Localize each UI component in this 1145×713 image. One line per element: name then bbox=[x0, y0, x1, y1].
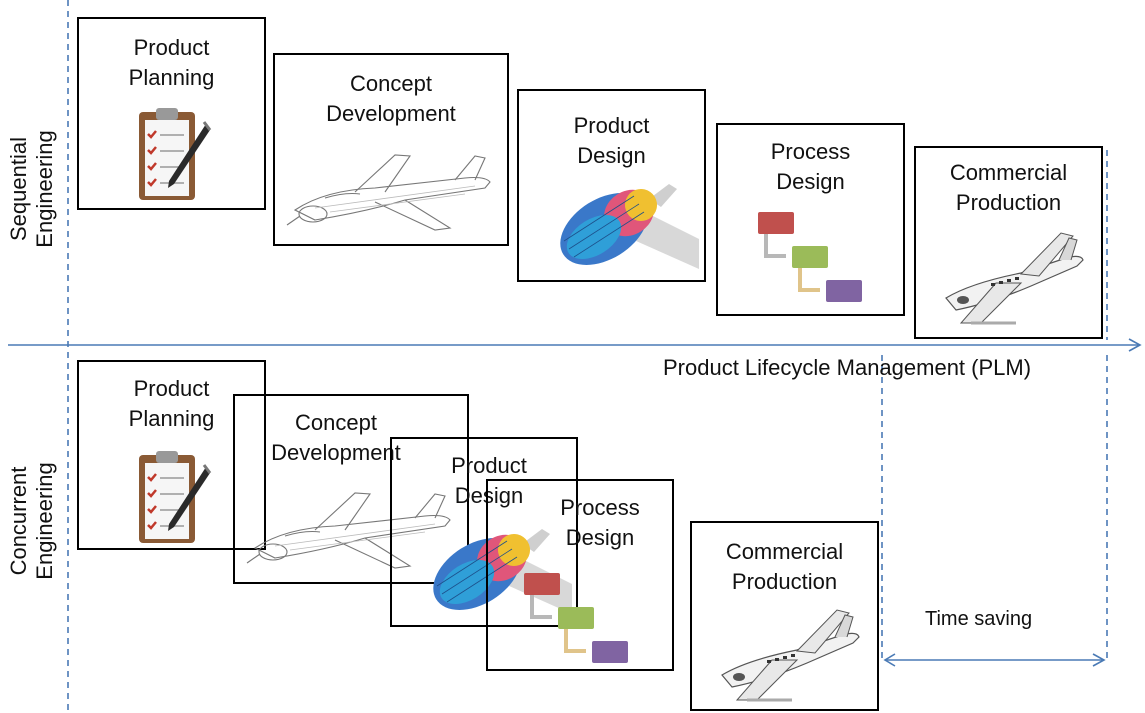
stage-title: Process Design bbox=[560, 495, 640, 550]
time-saving-label: Time saving bbox=[925, 608, 1033, 630]
seq-commercial-production-box: Commercial Production bbox=[914, 146, 1103, 339]
conc-commercial-production-box: Commercial Production bbox=[690, 521, 879, 711]
seq-product-planning-box: Product Planning bbox=[77, 17, 266, 210]
process-flow-icon bbox=[524, 573, 628, 663]
process-flow-icon bbox=[758, 212, 862, 302]
stage-title: Product Planning bbox=[128, 376, 215, 431]
stage-title: Product Design bbox=[573, 113, 650, 168]
business-jet-icon bbox=[945, 232, 1084, 325]
concurrent-engineering-label: Concurrent Engineering bbox=[6, 462, 57, 580]
stage-title: Concept Development bbox=[271, 410, 401, 465]
seq-product-design-box: Product Design bbox=[517, 89, 706, 282]
seq-process-design-box: Process Design bbox=[716, 123, 905, 316]
stage-title: Product Design bbox=[451, 453, 527, 508]
plm-axis-label: Product Lifecycle Management (PLM) bbox=[663, 355, 1032, 380]
stage-title: Product Planning bbox=[128, 35, 215, 90]
conc-concept-development-box: Concept Development bbox=[233, 394, 469, 584]
business-jet-icon bbox=[721, 609, 860, 702]
seq-concept-development-box: Concept Development bbox=[273, 53, 509, 246]
stage-title: Concept Development bbox=[326, 71, 456, 126]
sequential-engineering-label: Sequential Engineering bbox=[6, 130, 57, 248]
clipboard-pen-icon bbox=[139, 451, 212, 543]
stage-title: Commercial Production bbox=[949, 160, 1068, 215]
airplane-sketch-icon bbox=[286, 154, 491, 231]
stress-analysis-icon bbox=[560, 184, 699, 269]
clipboard-pen-icon bbox=[139, 108, 212, 200]
conc-product-planning-box: Product Planning bbox=[77, 360, 266, 550]
airplane-sketch-icon bbox=[246, 492, 451, 569]
stage-title: Commercial Production bbox=[725, 539, 844, 594]
stage-title: Process Design bbox=[770, 139, 851, 194]
conc-process-design-box: Process Design bbox=[486, 479, 674, 671]
